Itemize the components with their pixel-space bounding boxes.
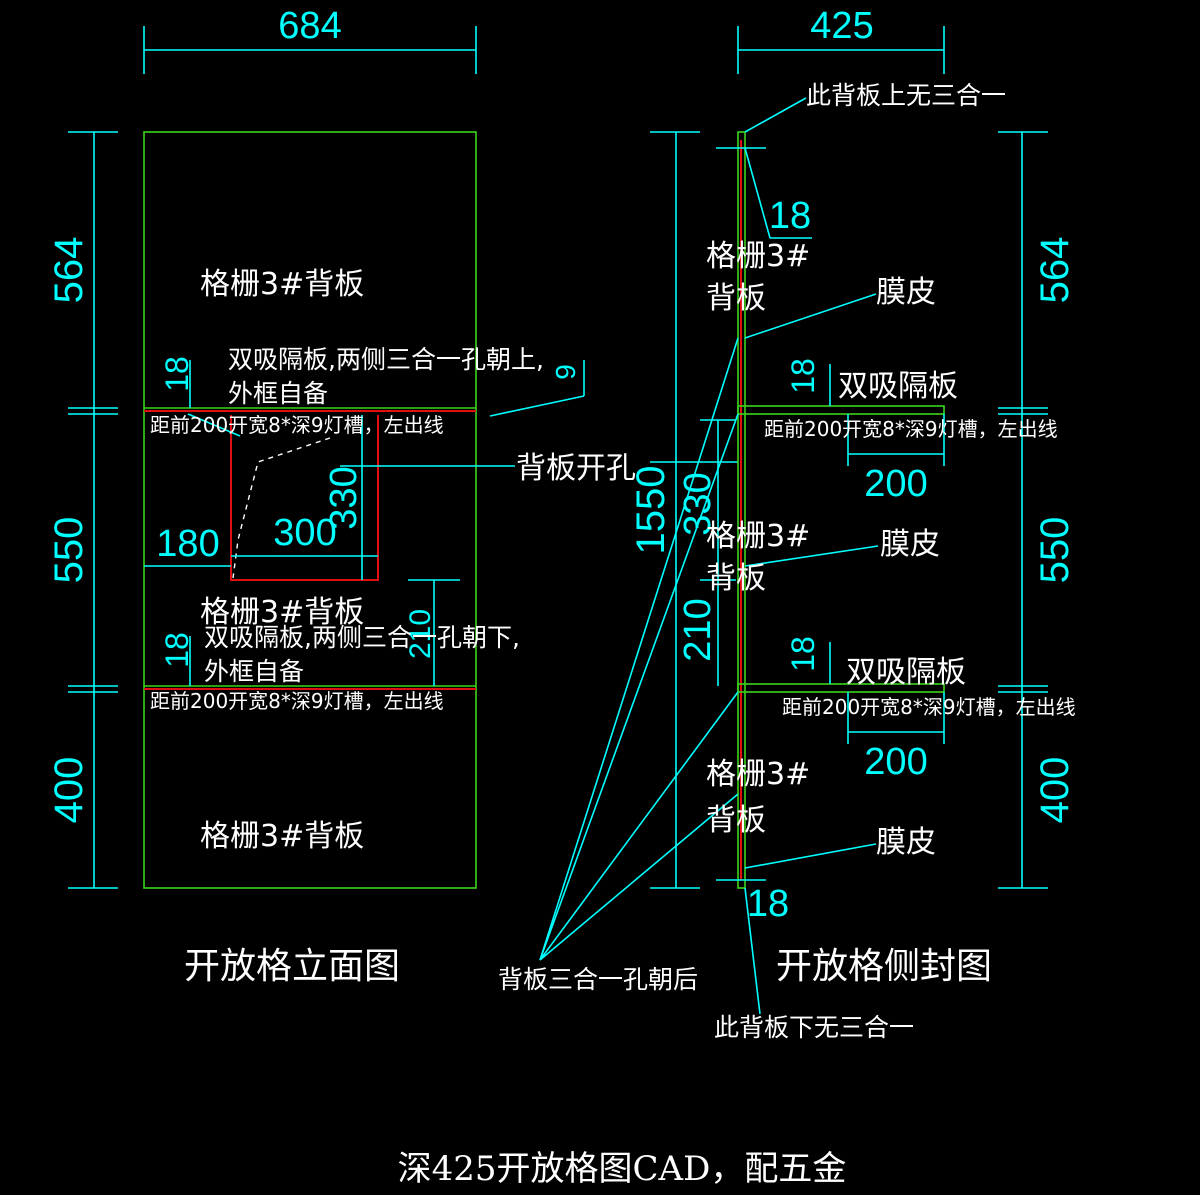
side-groove-note-upper: 距前200开宽8*深9灯槽，左出线: [764, 417, 1058, 441]
dim-front-nine: 9: [550, 364, 581, 380]
dim-front-210: 210: [404, 609, 437, 659]
front-elevation: 684 564 550 400 18 18 9 180 300 330 210: [47, 5, 585, 987]
front-shelf-up-note: 双吸隔板,两侧三合一孔朝上,: [228, 345, 544, 374]
side-label-top-a: 格栅3#: [706, 239, 810, 274]
side-title: 开放格侧封图: [776, 946, 992, 987]
side-shelf-upper-label: 双吸隔板: [838, 369, 958, 404]
dim-right-bot: 400: [1033, 757, 1077, 824]
side-note-no-bottom: 此背板下无三合一: [714, 1013, 914, 1042]
back-panel-hole: [230, 415, 379, 581]
front-frame-note-lower: 外框自备: [204, 657, 304, 686]
front-frame-note-upper: 外框自备: [228, 379, 328, 408]
dim-hole-offset: 180: [156, 523, 219, 565]
drawing-caption: 深425开放格图CAD，配五金: [398, 1149, 847, 1189]
dim-side-depth: 425: [810, 5, 873, 47]
front-shelf-down-note: 双吸隔板,两侧三合一孔朝下,: [204, 623, 520, 652]
dim-front-t18-lower: 18: [159, 632, 195, 668]
front-label-bot: 格栅3#背板: [200, 819, 364, 854]
side-elevation: 425 1550 330 210 564 550 400 18 18 18: [498, 5, 1077, 1042]
side-shelf-upper: [737, 405, 945, 415]
side-film-mid: 膜皮: [880, 527, 940, 562]
side-label-mid-a: 格栅3#: [706, 519, 810, 554]
dim-left-top: 564: [47, 237, 91, 304]
front-groove-note-lower: 距前200开宽8*深9灯槽，左出线: [150, 689, 444, 713]
dim-side-t18-top: 18: [769, 195, 811, 237]
dim-side-t18-bottom: 18: [747, 883, 789, 925]
dim-front-t18-upper: 18: [159, 356, 195, 392]
side-shelf-lower: [737, 683, 945, 693]
side-groove-note-lower: 距前200开宽8*深9灯槽，左出线: [782, 695, 1076, 719]
dim-side-total: 1550: [629, 466, 673, 555]
side-label-top-b: 背板: [706, 281, 766, 316]
dim-hole-width: 300: [273, 512, 336, 554]
front-cabinet-outline: [143, 131, 477, 889]
front-label-mid: 格栅3#背板: [200, 595, 364, 630]
front-label-top: 格栅3#背板: [200, 267, 364, 302]
dim-side-shelf-t18-lower: 18: [785, 636, 821, 672]
dim-side-210: 210: [677, 598, 719, 661]
hole-note: 背板开孔: [516, 451, 636, 486]
dim-front-width: 684: [278, 5, 341, 47]
side-label-mid-b: 背板: [706, 561, 766, 596]
dim-side-shelf-t18-upper: 18: [785, 358, 821, 394]
dim-side-groove-upper: 200: [864, 463, 927, 505]
dim-right-mid: 550: [1033, 517, 1077, 584]
front-groove-note-upper: 距前200开宽8*深9灯槽，左出线: [150, 413, 444, 437]
dim-side-groove-lower: 200: [864, 741, 927, 783]
dim-right-top: 564: [1033, 237, 1077, 304]
side-film-bot: 膜皮: [876, 825, 936, 860]
dim-left-mid: 550: [47, 517, 91, 584]
side-film-top: 膜皮: [876, 275, 936, 310]
dim-hole-height: 330: [323, 466, 365, 529]
side-note-rear-hole: 背板三合一孔朝后: [498, 965, 698, 994]
side-note-no-top: 此背板上无三合一: [806, 81, 1006, 110]
side-label-bot-a: 格栅3#: [706, 757, 810, 792]
front-title: 开放格立面图: [184, 946, 400, 987]
dim-left-bot: 400: [47, 757, 91, 824]
side-shelf-lower-label: 双吸隔板: [846, 655, 966, 690]
side-label-bot-b: 背板: [706, 803, 766, 838]
side-back-panel: [737, 131, 746, 889]
hole-hidden-line: [232, 437, 331, 579]
